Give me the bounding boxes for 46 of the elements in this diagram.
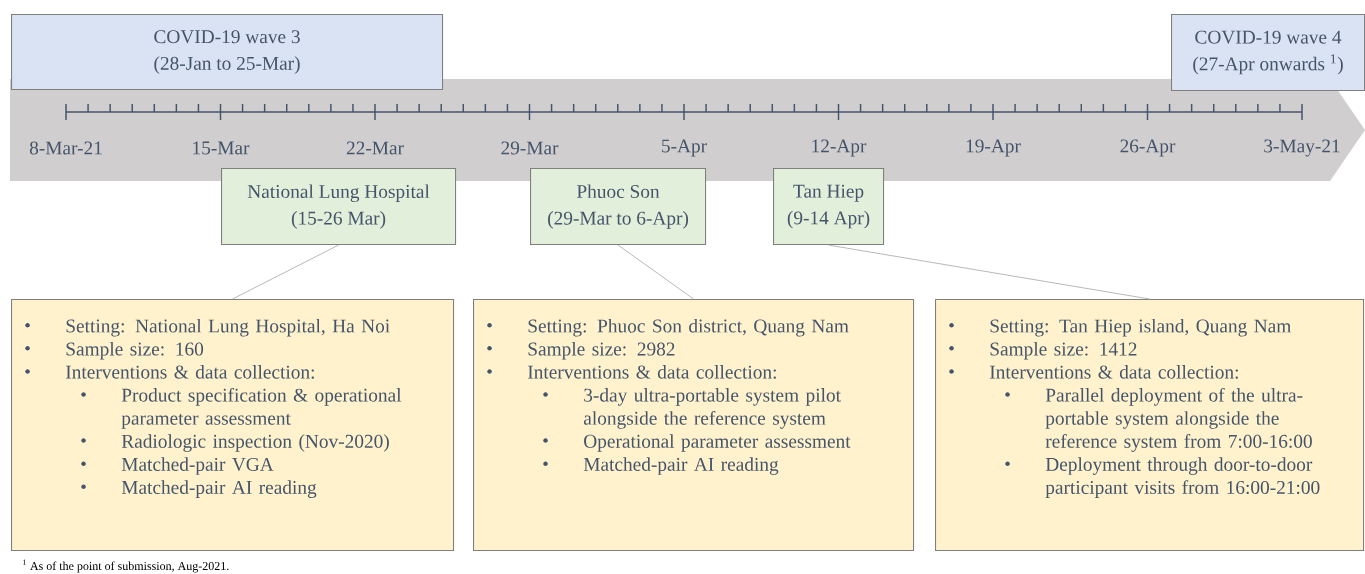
date-label: 22-Mar (346, 141, 404, 155)
bullet-item: Radiologic inspection (Nov-2020) (81, 434, 389, 452)
box-text: COVID-19 wave 4 (1195, 30, 1342, 44)
bullet-item: Matched-pair VGA (81, 457, 274, 475)
bullet-item: Setting: National Lung Hospital, Ha Noi (25, 318, 390, 337)
bullet-item: Setting: Tan Hiep island, Quang Nam (949, 318, 1291, 337)
bullet-item: Setting: Phuoc Son district, Quang Nam (487, 318, 849, 337)
date-label: 19-Apr (966, 139, 1021, 157)
date-label: 3-May-21 (1264, 139, 1340, 157)
wave-box (11, 14, 444, 91)
date-label: 29-Mar (501, 141, 559, 155)
date-label: 8-Mar-21 (29, 141, 102, 155)
site-box (773, 168, 885, 246)
wave-box (1171, 14, 1365, 92)
bullet-item: Interventions & data collection: (487, 365, 776, 379)
date-label: 15-Mar (193, 141, 250, 155)
box-text: (15-26 Mar) (291, 211, 386, 229)
bullet-item: Operational parameter assessment (543, 434, 851, 452)
box-text: Phuoc Son (577, 184, 660, 199)
connector-line (828, 244, 1150, 300)
connector-line (617, 244, 694, 300)
box-text: COVID-19 wave 3 (154, 30, 300, 44)
site-box (530, 168, 707, 246)
bullet-item: Matched-pair AI reading (81, 480, 317, 498)
info-box (11, 299, 455, 552)
bullet-item: Interventions & data collection: (25, 365, 314, 379)
box-text: (27-Apr onwards $^{1}$) (1193, 54, 1343, 75)
bullet-item: Sample size: 2982 (487, 341, 675, 360)
bullet-item: Matched-pair AI reading (543, 457, 779, 475)
bullet-item: Parallel deployment of the ultra-portable system alongside the reference system from 7:00-16:00 (1005, 387, 1312, 452)
bullet-item: Interventions & data collection: (949, 365, 1238, 379)
bullet-item: Sample size: 160 (25, 341, 204, 360)
info-box (473, 299, 915, 552)
bullet-item: Deployment through door-to-door participant visits from 16:00-21:00 (1005, 457, 1320, 498)
bullet-item: Sample size: 1412 (949, 341, 1137, 360)
connector-line (232, 244, 339, 300)
box-text: Tan Hiep (793, 184, 864, 202)
box-text: (9-14 Apr) (787, 210, 870, 229)
box-text: (29-Mar to 6-Apr) (548, 211, 689, 229)
bullet-item: Product specification & operational parameter assessment (81, 387, 402, 429)
info-box (935, 299, 1365, 552)
box-text: (28-Jan to 25-Mar) (154, 56, 300, 74)
box-text: National Lung Hospital (247, 184, 430, 203)
date-label: 26-Apr (1120, 139, 1176, 157)
bullet-item: 3-day ultra-portable system pilot alongside the reference system (543, 388, 841, 429)
site-box (221, 168, 457, 246)
